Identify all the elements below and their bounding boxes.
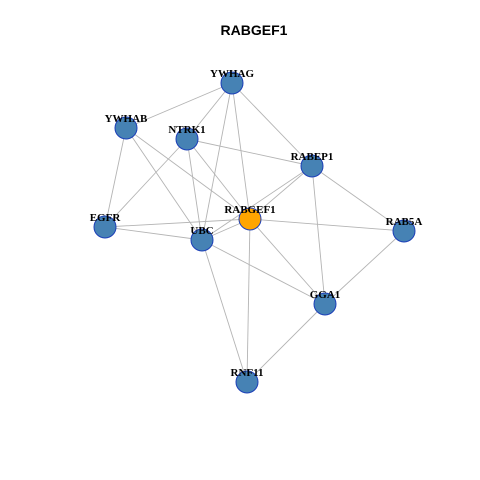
edge-rabgef1-gga1 (249, 218, 326, 305)
node-label-rabgef1: RABGEF1 (224, 204, 275, 216)
node-circle-ywhab[interactable] (114, 116, 138, 140)
node-rabgef1[interactable]: RABGEF1 (224, 204, 276, 231)
node-ywhag[interactable]: YWHAG (210, 68, 254, 95)
node-circle-egfr[interactable] (93, 215, 117, 239)
edge-rabgef1-rnf11 (246, 218, 251, 383)
node-label-ywhab: YWHAB (105, 113, 148, 125)
node-circle-rabgef1[interactable] (238, 207, 262, 231)
edge-ywhab-egfr (104, 127, 127, 228)
edge-rabgef1-rab5a (249, 218, 405, 232)
node-label-rabep1: RABEP1 (291, 151, 334, 163)
node-label-rab5a: RAB5A (386, 216, 423, 228)
node-label-ubc: UBC (190, 225, 213, 237)
edge-ywhag-ywhab (125, 82, 233, 129)
node-ywhab[interactable]: YWHAB (105, 113, 148, 140)
edge-ubc-gga1 (201, 239, 326, 305)
node-label-egfr: EGFR (90, 212, 122, 224)
node-label-gga1: GGA1 (310, 289, 341, 301)
node-label-ntrk1: NTRK1 (168, 124, 205, 136)
edge-ntrk1-egfr (104, 138, 188, 228)
edge-rabep1-ubc (201, 165, 313, 241)
edge-egfr-ubc (104, 226, 203, 241)
edge-ywhag-rabep1 (231, 82, 313, 167)
node-ubc[interactable]: UBC (190, 225, 214, 252)
node-rnf11[interactable]: RNF11 (231, 367, 264, 394)
node-circle-ywhag[interactable] (220, 71, 244, 95)
edge-egfr-rabgef1 (104, 218, 251, 228)
edge-rabep1-gga1 (311, 165, 326, 305)
node-rabep1[interactable]: RABEP1 (291, 151, 334, 178)
node-circle-rabep1[interactable] (300, 154, 324, 178)
edge-gga1-rnf11 (246, 303, 326, 383)
edge-ywhag-ntrk1 (186, 82, 233, 140)
node-egfr[interactable]: EGFR (90, 212, 122, 239)
edge-ubc-rnf11 (201, 239, 248, 383)
edge-rab5a-gga1 (324, 230, 405, 305)
edge-rabep1-rab5a (311, 165, 405, 232)
graph-title: RABGEF1 (221, 22, 288, 38)
edge-ntrk1-rabep1 (186, 138, 313, 167)
node-ntrk1[interactable]: NTRK1 (168, 124, 206, 151)
edge-rabep1-rabgef1 (249, 165, 313, 220)
node-label-rnf11: RNF11 (231, 367, 264, 379)
edge-ywhab-ubc (125, 127, 203, 241)
edge-ywhag-ubc (201, 82, 233, 241)
node-circle-ntrk1[interactable] (175, 127, 199, 151)
edge-ywhab-rabgef1 (125, 127, 251, 220)
node-circle-rnf11[interactable] (235, 370, 259, 394)
node-label-ywhag: YWHAG (210, 68, 254, 80)
edges-layer (104, 82, 405, 383)
edge-ntrk1-ubc (186, 138, 203, 241)
node-circle-rab5a[interactable] (392, 219, 416, 243)
node-gga1[interactable]: GGA1 (310, 289, 341, 316)
node-circle-ubc[interactable] (190, 228, 214, 252)
edge-ntrk1-rabgef1 (186, 138, 251, 220)
node-circle-gga1[interactable] (313, 292, 337, 316)
node-rab5a[interactable]: RAB5A (386, 216, 423, 243)
